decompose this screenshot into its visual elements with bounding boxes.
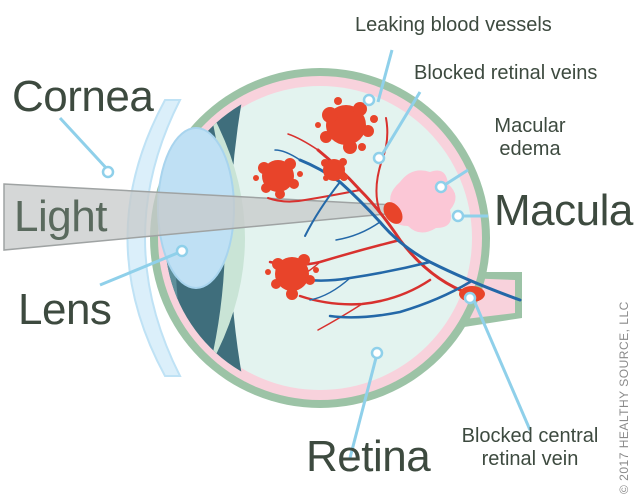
- label-central-vein-line1: Blocked central: [461, 425, 599, 447]
- label-retina: Retina: [306, 432, 431, 481]
- label-central-vein-line2: retinal vein: [481, 448, 579, 470]
- callout-dots: [101, 93, 477, 360]
- hemorrhages: [253, 97, 378, 300]
- vein-blockage-1: [383, 202, 403, 224]
- light-beam: [3, 183, 451, 251]
- label-blocked-central-retinal-vein: Blocked central retinal vein: [432, 425, 628, 471]
- label-leaking-blood-vessels: Leaking blood vessels: [355, 14, 552, 36]
- label-lens: Lens: [18, 285, 112, 334]
- label-macular-edema-line1: Macular: [494, 115, 566, 137]
- label-cornea: Cornea: [12, 72, 154, 121]
- label-macula: Macula: [494, 186, 633, 235]
- callout-lines: [58, 49, 532, 459]
- copyright-credit: © 2017 HEALTHY SOURCE, LLC: [617, 301, 631, 494]
- label-macular-edema: Macular edema: [482, 115, 578, 161]
- label-blocked-retinal-veins: Blocked retinal veins: [414, 62, 598, 84]
- label-macular-edema-line2: edema: [499, 138, 561, 160]
- label-light: Light: [14, 192, 107, 241]
